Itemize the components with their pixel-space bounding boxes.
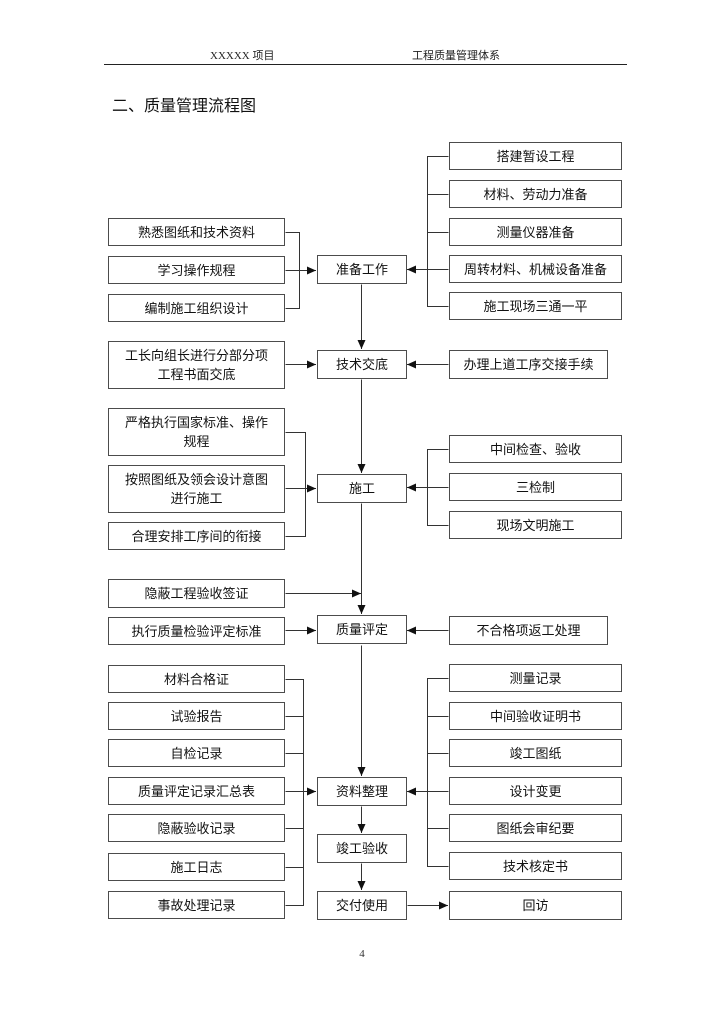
box-temporary-works: 搭建暂设工程: [449, 142, 622, 170]
box-material-certificates: 材料合格证: [108, 665, 285, 693]
box-test-reports: 试验报告: [108, 702, 285, 730]
box-quality-assessment: 质量评定: [317, 615, 407, 644]
box-familiarize-drawings: 熟悉图纸和技术资料: [108, 218, 285, 246]
box-construction: 施工: [317, 474, 407, 503]
box-foreman-written-disclosure: 工长向组长进行分部分项工程书面交底: [108, 341, 285, 389]
box-construction-log: 施工日志: [108, 853, 285, 881]
box-learn-operating-procedures: 学习操作规程: [108, 256, 285, 284]
page-number: 4: [359, 948, 365, 960]
box-three-check-system: 三检制: [449, 473, 622, 501]
box-intermediate-acceptance-certificate: 中间验收证明书: [449, 702, 622, 730]
box-survey-records: 测量记录: [449, 664, 622, 692]
box-material-labor-prep: 材料、劳动力准备: [449, 180, 622, 208]
box-completion-acceptance: 竣工验收: [317, 834, 407, 863]
box-technical-disclosure: 技术交底: [317, 350, 407, 379]
box-technical-verification: 技术核定书: [449, 852, 622, 880]
box-compile-construction-design: 编制施工组织设计: [108, 294, 285, 322]
box-drawing-review-minutes: 图纸会审纪要: [449, 814, 622, 842]
box-national-standards: 严格执行国家标准、操作规程: [108, 408, 285, 456]
box-as-built-drawings: 竣工图纸: [449, 739, 622, 767]
box-site-three-connections-one-level: 施工现场三通一平: [449, 292, 622, 320]
box-follow-drawings-design: 按照图纸及领会设计意图进行施工: [108, 465, 285, 513]
box-quality-inspection-standards: 执行质量检验评定标准: [108, 617, 285, 645]
header-project-name: XXXXX 项目: [210, 50, 275, 62]
box-data-sorting: 资料整理: [317, 777, 407, 806]
box-hidden-acceptance-records: 隐蔽验收记录: [108, 814, 285, 842]
box-previous-process-handover: 办理上道工序交接手续: [449, 350, 608, 379]
box-intermediate-inspection: 中间检查、验收: [449, 435, 622, 463]
box-accident-records: 事故处理记录: [108, 891, 285, 919]
box-return-visit: 回访: [449, 891, 622, 920]
box-hidden-works-acceptance: 隐蔽工程验收签证: [108, 579, 285, 608]
box-process-connection: 合理安排工序间的衔接: [108, 522, 285, 550]
box-turnover-material-equipment-prep: 周转材料、机械设备准备: [449, 255, 622, 283]
box-quality-assessment-summary: 质量评定记录汇总表: [108, 777, 285, 805]
box-self-inspection-records: 自检记录: [108, 739, 285, 767]
box-preparation-work: 准备工作: [317, 255, 407, 284]
section-title: 二、质量管理流程图: [112, 98, 257, 115]
box-civilized-construction: 现场文明施工: [449, 511, 622, 539]
box-rework-unqualified: 不合格项返工处理: [449, 616, 608, 645]
box-survey-instrument-prep: 测量仪器准备: [449, 218, 622, 246]
box-handover-use: 交付使用: [317, 891, 407, 920]
header-rule: [104, 64, 627, 65]
box-design-changes: 设计变更: [449, 777, 622, 805]
header-document-name: 工程质量管理体系: [412, 50, 500, 62]
